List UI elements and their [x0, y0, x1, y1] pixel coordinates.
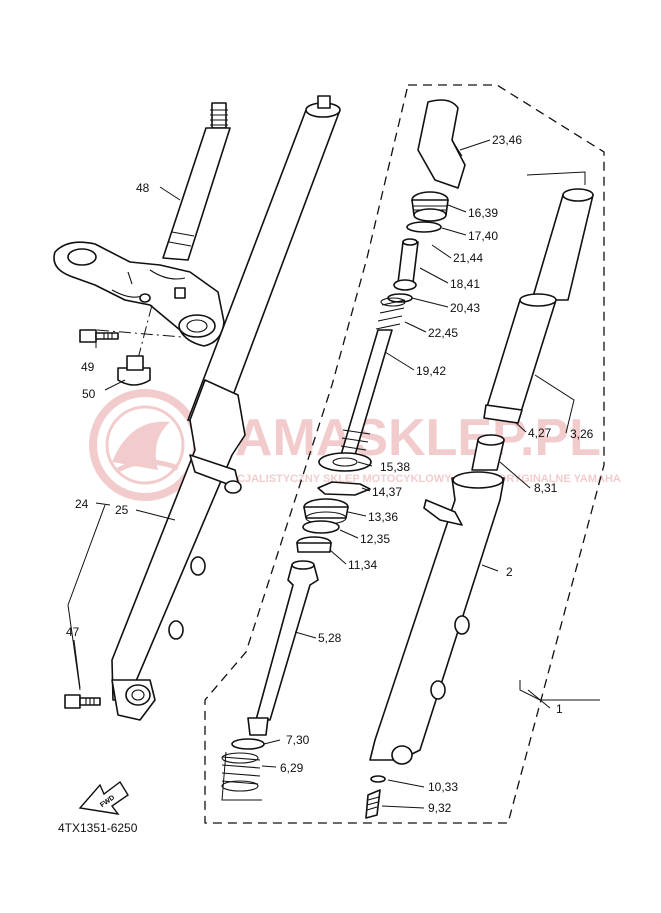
outer-tube-part-2-right	[369, 471, 505, 765]
top-cap-part-23-46	[417, 99, 466, 189]
watermark-tagline: SPECJALISTYCZNY SKLEP MOTOCYKLOWY CZĘŚCI…	[215, 472, 621, 485]
callout-20-43: 20,43	[450, 301, 480, 315]
washer-part-7-30	[231, 738, 265, 750]
clip-part-14-37	[317, 481, 371, 496]
callout-50: 50	[82, 387, 96, 401]
diagram-code: 4TX1351-6250	[58, 821, 138, 835]
callout-21-44: 21,44	[453, 251, 483, 265]
spring-part-22-45	[375, 297, 406, 330]
steering-stem-part-48	[53, 102, 231, 347]
callout-48: 48	[136, 181, 150, 195]
bolt-part-9-32	[365, 789, 381, 819]
tube-part-4-27-right	[483, 293, 557, 424]
callout-23-46: 23,46	[492, 133, 522, 147]
callout-9-32: 9,32	[428, 801, 452, 815]
callout-47: 47	[66, 625, 80, 639]
callout-1: 1	[556, 702, 563, 716]
o-ring-part-17-40	[406, 221, 442, 233]
callout-18-41: 18,41	[450, 277, 480, 291]
watermark: YAMASKLEP.PL SPECJALISTYCZNY SKLEP MOTOC…	[89, 389, 621, 501]
bolt-part-47	[64, 694, 101, 709]
oil-seal-part-13-36	[303, 498, 349, 525]
callout-3-26: 3,26	[570, 427, 594, 441]
cap-bolt-part-16-39	[411, 191, 449, 222]
callout-15-38: 15,38	[380, 460, 410, 474]
callout-16-39: 16,39	[468, 206, 498, 220]
callout-25: 25	[115, 503, 129, 517]
seal-part-15-38	[318, 452, 372, 472]
cylinder-part-5-28	[247, 560, 319, 736]
spring-bracket-line	[221, 751, 262, 801]
washer-part-10-33	[370, 775, 386, 783]
callout-5-28: 5,28	[318, 631, 342, 645]
callout-labels: 48 49 50 24 25 47 23,46 16,39 17,40 21,4…	[66, 133, 594, 815]
callout-13-36: 13,36	[368, 510, 398, 524]
left-fork-bracket-line	[67, 504, 106, 691]
damper-rod-top-part-18-41	[393, 238, 419, 291]
callout-12-35: 12,35	[360, 532, 390, 546]
tube-part-3-26-right	[531, 188, 594, 301]
callout-49: 49	[81, 360, 95, 374]
cap-part-50	[117, 355, 151, 386]
callout-4-27: 4,27	[528, 426, 552, 440]
callout-22-45: 22,45	[428, 326, 458, 340]
washer-part-12-35	[302, 520, 340, 534]
bolt-part-49	[79, 329, 119, 343]
bushing-part-11-34	[296, 536, 332, 553]
callout-24: 24	[75, 497, 89, 511]
leader-lines	[73, 139, 575, 809]
callout-2: 2	[506, 565, 513, 579]
spring-part-6-29	[221, 752, 261, 792]
front-direction-arrow-icon: FWD	[78, 780, 129, 815]
callout-19-42: 19,42	[416, 364, 446, 378]
watermark-brand: YAMASKLEP.PL	[205, 409, 601, 467]
bushing-part-8-31	[471, 434, 505, 471]
callout-6-29: 6,29	[280, 761, 304, 775]
callout-10-33: 10,33	[428, 780, 458, 794]
inner-assembly-boundary	[204, 84, 605, 824]
right-fork-bracket-line	[519, 171, 600, 701]
outer-tube-part-24-left	[111, 379, 246, 721]
callout-14-37: 14,37	[372, 485, 402, 499]
watermark-logo-icon	[89, 389, 201, 501]
callout-8-31: 8,31	[534, 481, 558, 495]
callout-7-30: 7,30	[286, 733, 310, 747]
callout-17-40: 17,40	[468, 229, 498, 243]
callout-11-34: 11,34	[348, 558, 377, 572]
stem-axis-line	[96, 329, 183, 338]
